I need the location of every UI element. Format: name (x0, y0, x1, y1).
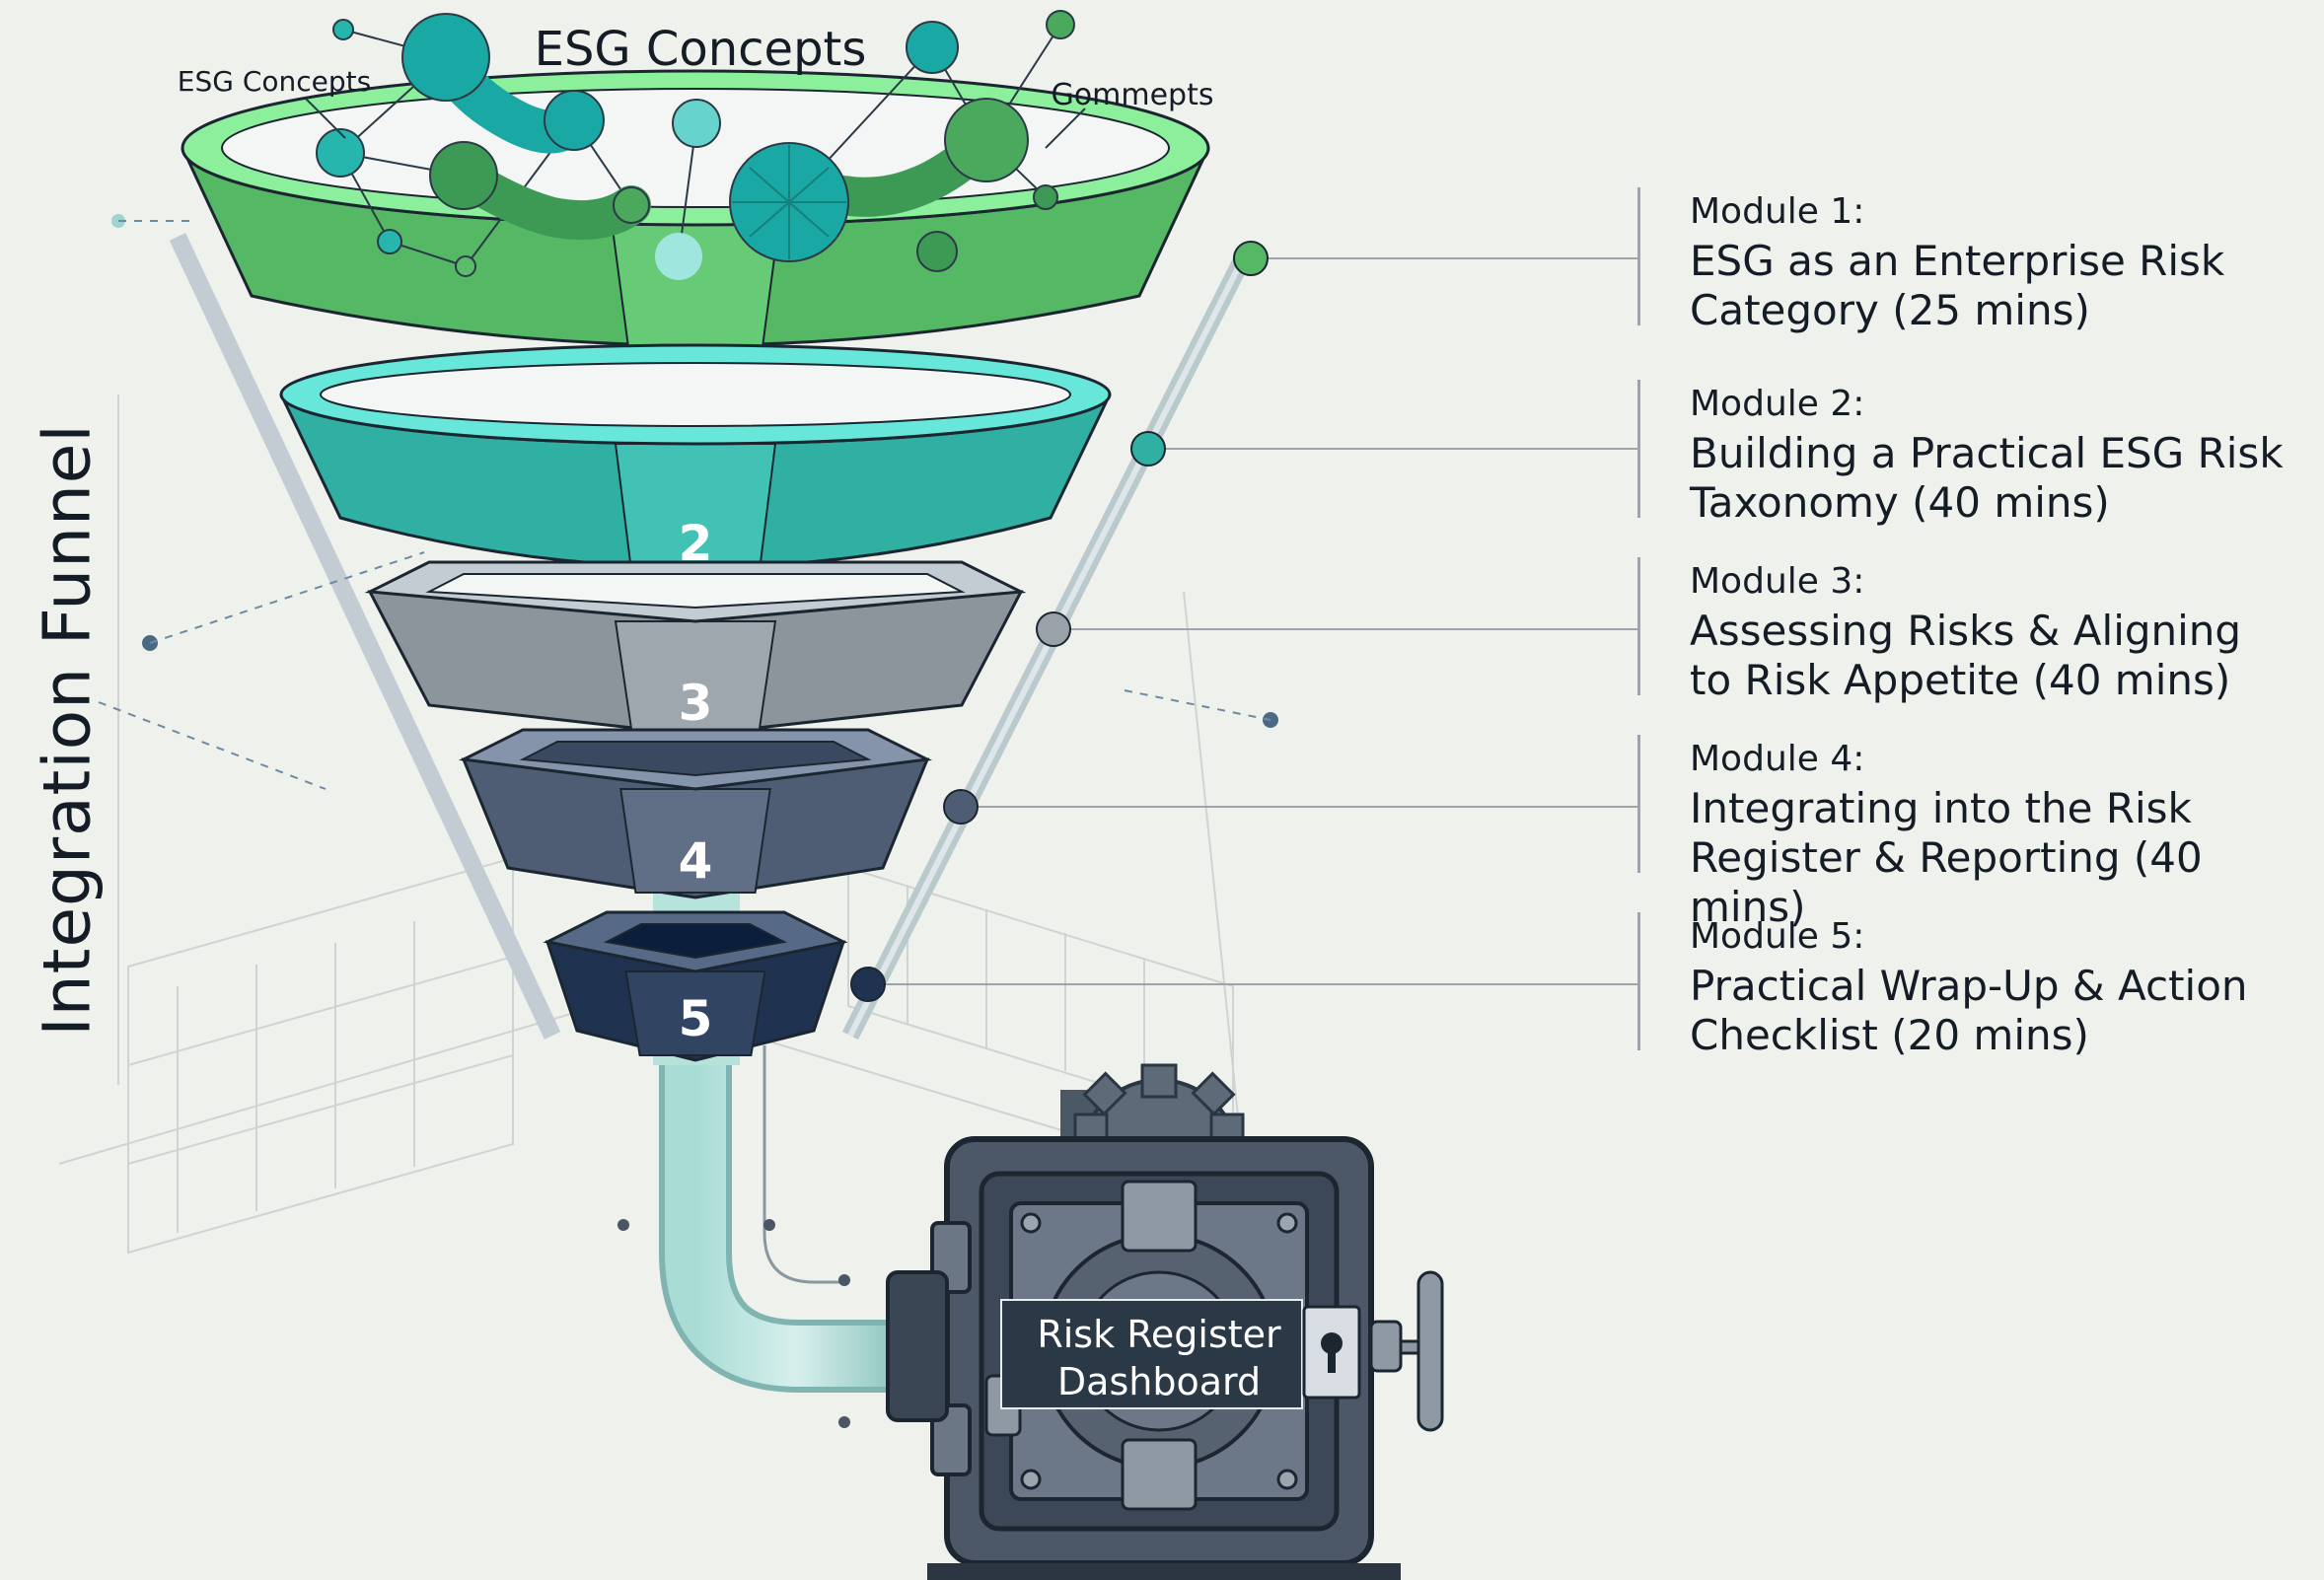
lock-icon (1302, 1305, 1361, 1400)
funnel-layer-4-opening (519, 741, 872, 777)
small-label-right: Gommepts (1052, 78, 1214, 112)
funnel-layer-4: 4 (458, 728, 933, 899)
module-4-line-1: Integrating into the Risk (1690, 784, 2192, 832)
funnel-layer-3-number: 3 (679, 675, 713, 732)
funnel-layer-5-front-panel (624, 970, 766, 1056)
callout-dot-module-1 (1233, 241, 1269, 276)
callout-dot-module-5 (850, 967, 886, 1002)
dashboard-label-line1: Risk Register (1037, 1313, 1281, 1356)
module-5-heading: Module 5: (1690, 916, 1865, 957)
module-5-line-1: Practical Wrap-Up & Action (1690, 962, 2248, 1010)
funnel-layer-4-number: 4 (679, 832, 713, 890)
module-2: Module 2: Building a Practical ESG Risk … (1637, 380, 2318, 527)
decorative-dots (111, 214, 1278, 728)
funnel-layer-5-number: 5 (679, 990, 713, 1047)
integration-funnel-title: Integration Funnel (29, 423, 106, 1037)
top-title: ESG Concepts (535, 22, 867, 77)
funnel-layer-5: 5 (543, 910, 848, 1062)
module-2-line-1: Building a Practical ESG Risk (1690, 429, 2284, 477)
small-label-left: ESG Concepts (178, 65, 371, 98)
module-5: Module 5: Practical Wrap-Up & Action Che… (1637, 912, 2318, 1059)
funnel-layer-5-opening (603, 923, 788, 960)
funnel-layer-3: 3 (364, 560, 1027, 737)
funnel-layer-4-front-panel (619, 788, 771, 894)
module-4-heading: Module 4: (1690, 739, 1865, 779)
module-3-heading: Module 3: (1690, 561, 1865, 602)
funnel-layer-3-opening (425, 573, 966, 610)
callout-dot-module-4 (943, 789, 979, 825)
module-callouts (850, 241, 1637, 1002)
callout-dot-module-3 (1036, 611, 1071, 647)
module-1-heading: Module 1: (1690, 191, 1865, 232)
module-5-line-2: Checklist (20 mins) (1690, 1011, 2089, 1059)
module-1-line-1: ESG as an Enterprise Risk (1690, 237, 2225, 285)
module-4: Module 4: Integrating into the Risk Regi… (1637, 735, 2318, 931)
funnel-layer-2: 2 (279, 343, 1112, 573)
module-3: Module 3: Assessing Risks & Aligning to … (1637, 557, 2318, 704)
dashboard-label-line2: Dashboard (1057, 1360, 1261, 1403)
module-2-line-2: Taxonomy (40 mins) (1690, 478, 2110, 527)
module-3-line-2: to Risk Appetite (40 mins) (1690, 656, 2231, 704)
funnel-layer-2-opening (320, 362, 1071, 427)
module-1-line-2: Category (25 mins) (1690, 286, 2090, 334)
molecule-nodes (316, 10, 1075, 280)
dashed-guides (98, 220, 1271, 790)
callout-dot-module-2 (1130, 431, 1166, 467)
output-pipe (617, 1045, 898, 1428)
risk-register-vault: Risk Register Dashboard (886, 1063, 1444, 1580)
module-1: Module 1: ESG as an Enterprise Risk Cate… (1637, 187, 2318, 334)
module-2-heading: Module 2: (1690, 384, 1865, 424)
module-3-line-1: Assessing Risks & Aligning (1690, 607, 2242, 655)
module-4-line-2: Register & Reporting (40 mins) (1690, 833, 2203, 931)
vault-handle (1369, 1270, 1444, 1432)
